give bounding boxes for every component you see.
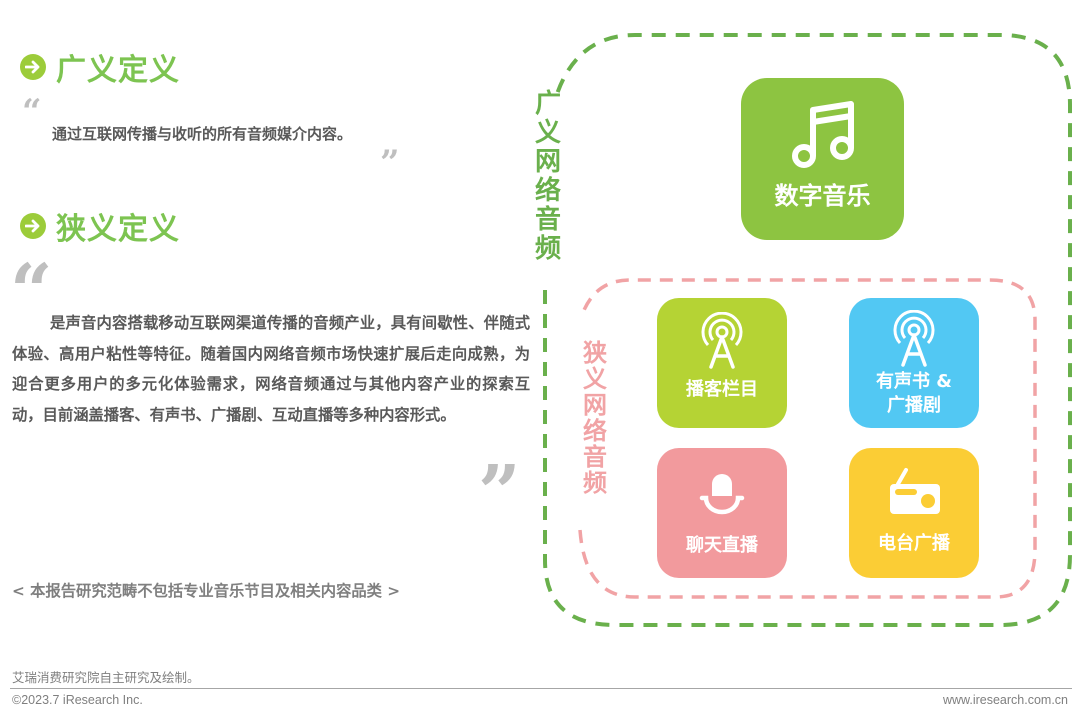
broad-definition-title: 广义定义: [56, 53, 180, 88]
narrow-audio-label: 狭 义 网 络 音 频: [583, 339, 607, 497]
source-note: 艾瑞消费研究院自主研究及绘制。: [12, 671, 200, 685]
radio-broadcast-label: 电台广播: [878, 533, 950, 554]
podcast-label: 播客栏目: [686, 379, 758, 400]
narrow-audio-frame: [578, 278, 1037, 599]
audiobook-label-line2: 广播剧: [887, 395, 941, 416]
broadcast-tower-icon: [893, 310, 935, 367]
arrow-right-circle-icon: [20, 213, 46, 239]
microphone-icon: [699, 474, 745, 515]
broad-definition-heading: 广义定义: [20, 45, 180, 89]
close-quote-icon: ”: [478, 450, 521, 536]
radio-icon: [890, 468, 940, 514]
broad-audio-label: 广 义 网 络 音 频: [534, 89, 561, 264]
digital-music-tile: 数字音乐: [741, 78, 904, 240]
broad-audio-frame: [543, 33, 1072, 627]
narrow-definition-heading: 狭义定义: [20, 204, 180, 248]
audiobook-label-line1: 有声书 &: [876, 371, 952, 392]
radio-broadcast-tile: 电台广播: [849, 448, 979, 578]
audiobook-radio-drama-tile: 有声书 & 广播剧: [849, 298, 979, 428]
scope-note: < 本报告研究范畴不包括专业音乐节目及相关内容品类 >: [12, 582, 401, 600]
digital-music-label: 数字音乐: [774, 182, 871, 210]
footer-divider: [10, 688, 1072, 689]
broadcast-tower-icon: [701, 312, 743, 369]
broad-definition-text: 通过互联网传播与收听的所有音频媒介内容。: [52, 125, 353, 143]
website-link[interactable]: www.iresearch.com.cn: [942, 693, 1068, 707]
open-quote-icon: “: [10, 249, 53, 335]
copyright: ©2023.7 iResearch Inc.: [12, 693, 143, 707]
close-quote-icon: ”: [380, 143, 400, 183]
music-note-icon: [791, 101, 854, 168]
chat-live-label: 聊天直播: [686, 535, 758, 556]
open-quote-icon: “: [22, 92, 42, 132]
chat-live-tile: 聊天直播: [657, 448, 787, 578]
narrow-definition-text: 是声音内容搭载移动互联网渠道传播的音频产业，具有间歇性、伴随式体验、高用户粘性等…: [12, 314, 530, 424]
podcast-tile: 播客栏目: [657, 298, 787, 428]
arrow-right-circle-icon: [20, 54, 46, 80]
narrow-definition-title: 狭义定义: [56, 212, 180, 247]
